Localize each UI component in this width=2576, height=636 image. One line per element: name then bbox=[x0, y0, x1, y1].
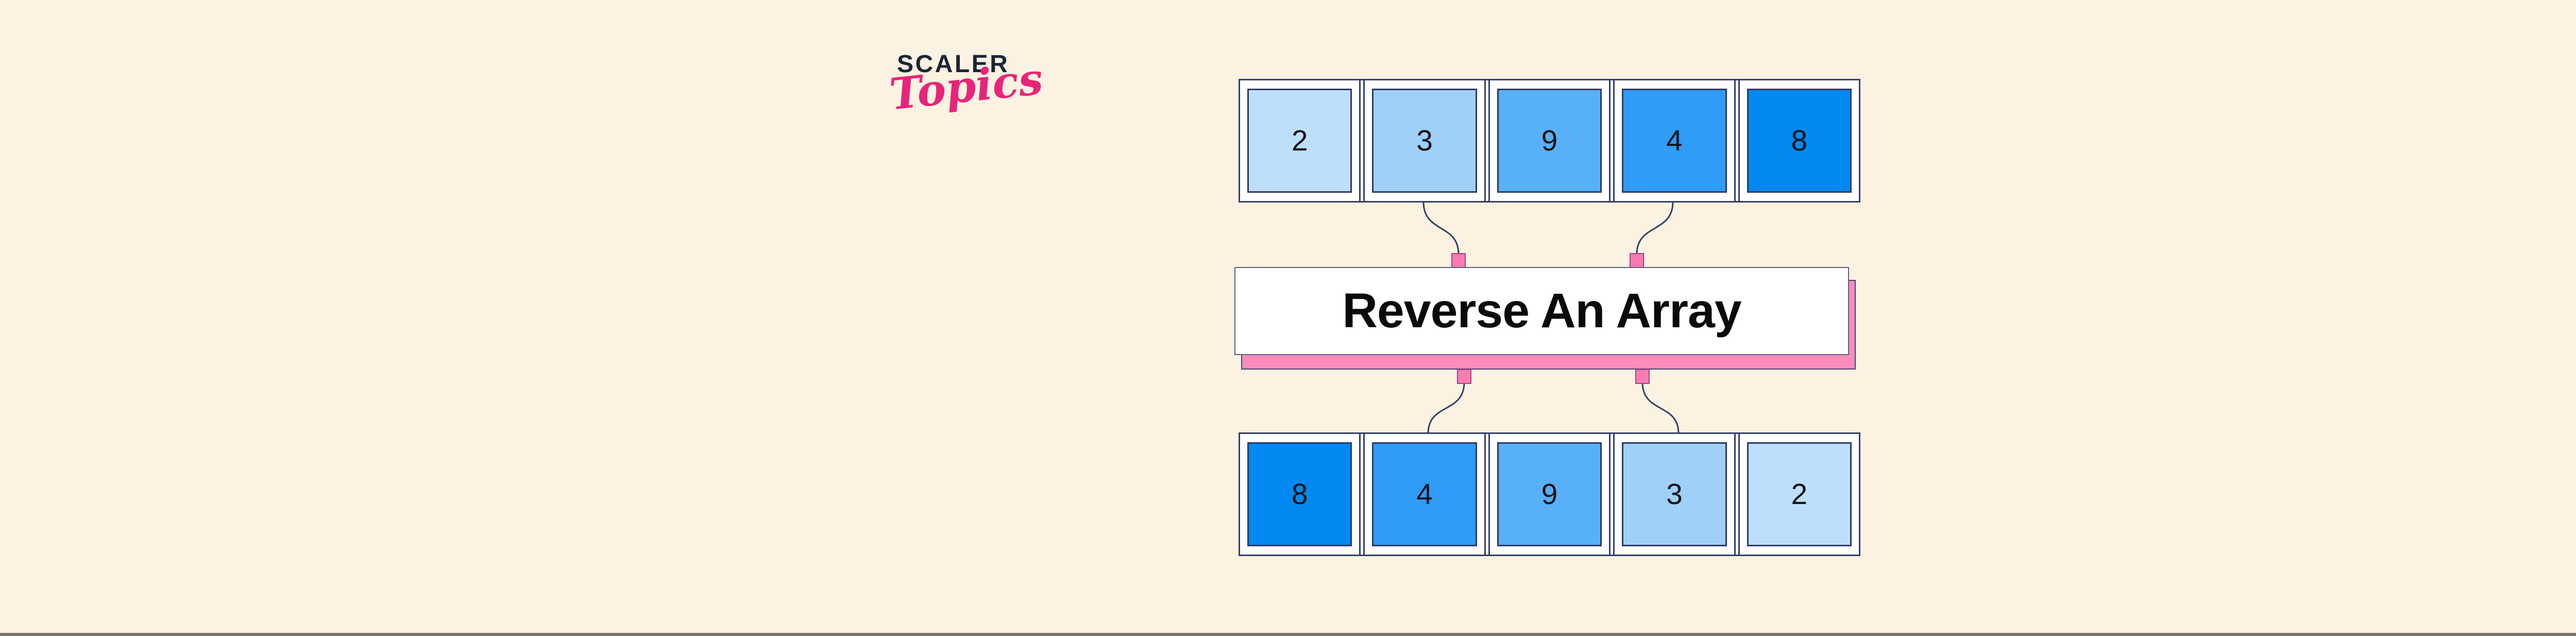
input-array-cell-2-value: 9 bbox=[1541, 124, 1558, 157]
reversed-array-cell-2-box: 9 bbox=[1497, 442, 1602, 546]
pin-top-right bbox=[1630, 253, 1644, 268]
reversed-array-cell-2-value: 9 bbox=[1541, 477, 1558, 511]
reversed-array-cell-4-value: 2 bbox=[1791, 477, 1808, 511]
input-array-cell-1-value: 3 bbox=[1416, 124, 1433, 157]
reversed-array-cell-0: 8 bbox=[1240, 434, 1361, 555]
logo-text-scaler: SCALER bbox=[897, 51, 1010, 78]
reversed-array-cell-0-value: 8 bbox=[1291, 477, 1308, 511]
input-array-cell-0-box: 2 bbox=[1247, 89, 1352, 193]
input-array-cell-0: 2 bbox=[1240, 80, 1361, 201]
input-array-cell-2-box: 9 bbox=[1497, 89, 1602, 193]
scaler-topics-logo: SCALER Topics bbox=[886, 46, 1045, 149]
reversed-array-cell-4: 2 bbox=[1738, 434, 1859, 555]
input-array-cell-1: 3 bbox=[1363, 80, 1486, 201]
reversed-array-cell-2: 9 bbox=[1488, 434, 1611, 555]
input-array-cell-3-value: 4 bbox=[1666, 124, 1683, 157]
reversed-array-cell-1-value: 4 bbox=[1416, 477, 1433, 511]
title-box-label: Reverse An Array bbox=[1342, 283, 1741, 338]
reversed-array: 8 4 9 3 2 bbox=[1239, 432, 1860, 556]
connector-bottom-left bbox=[1427, 381, 1465, 434]
reversed-array-cell-1: 4 bbox=[1363, 434, 1486, 555]
reversed-array-cell-3-value: 3 bbox=[1666, 477, 1683, 511]
input-array-cell-3: 4 bbox=[1613, 80, 1736, 201]
reversed-array-cell-3-box: 3 bbox=[1622, 442, 1727, 546]
connector-top-right bbox=[1636, 201, 1674, 255]
input-array-cell-0-value: 2 bbox=[1291, 124, 1308, 157]
reversed-array-cell-3: 3 bbox=[1613, 434, 1736, 555]
reversed-array-cell-1-box: 4 bbox=[1372, 442, 1477, 546]
input-array-cell-4-box: 8 bbox=[1747, 89, 1852, 193]
reversed-array-cell-0-box: 8 bbox=[1247, 442, 1352, 546]
input-array-cell-2: 9 bbox=[1488, 80, 1611, 201]
input-array-cell-1-box: 3 bbox=[1372, 89, 1477, 193]
reversed-array-cell-4-box: 2 bbox=[1747, 442, 1852, 546]
connector-bottom-right bbox=[1641, 381, 1680, 434]
input-array-cell-4: 8 bbox=[1738, 80, 1859, 201]
input-array-cell-4-value: 8 bbox=[1791, 124, 1808, 157]
pin-bottom-right bbox=[1635, 369, 1650, 384]
pin-top-left bbox=[1451, 253, 1466, 268]
input-array-cell-3-box: 4 bbox=[1622, 89, 1727, 193]
title-box: Reverse An Array bbox=[1234, 267, 1849, 355]
connector-top-left bbox=[1422, 201, 1460, 255]
pin-bottom-left bbox=[1457, 369, 1471, 384]
window-bottom-edge bbox=[0, 633, 2576, 636]
input-array: 2 3 9 4 8 bbox=[1239, 79, 1860, 203]
